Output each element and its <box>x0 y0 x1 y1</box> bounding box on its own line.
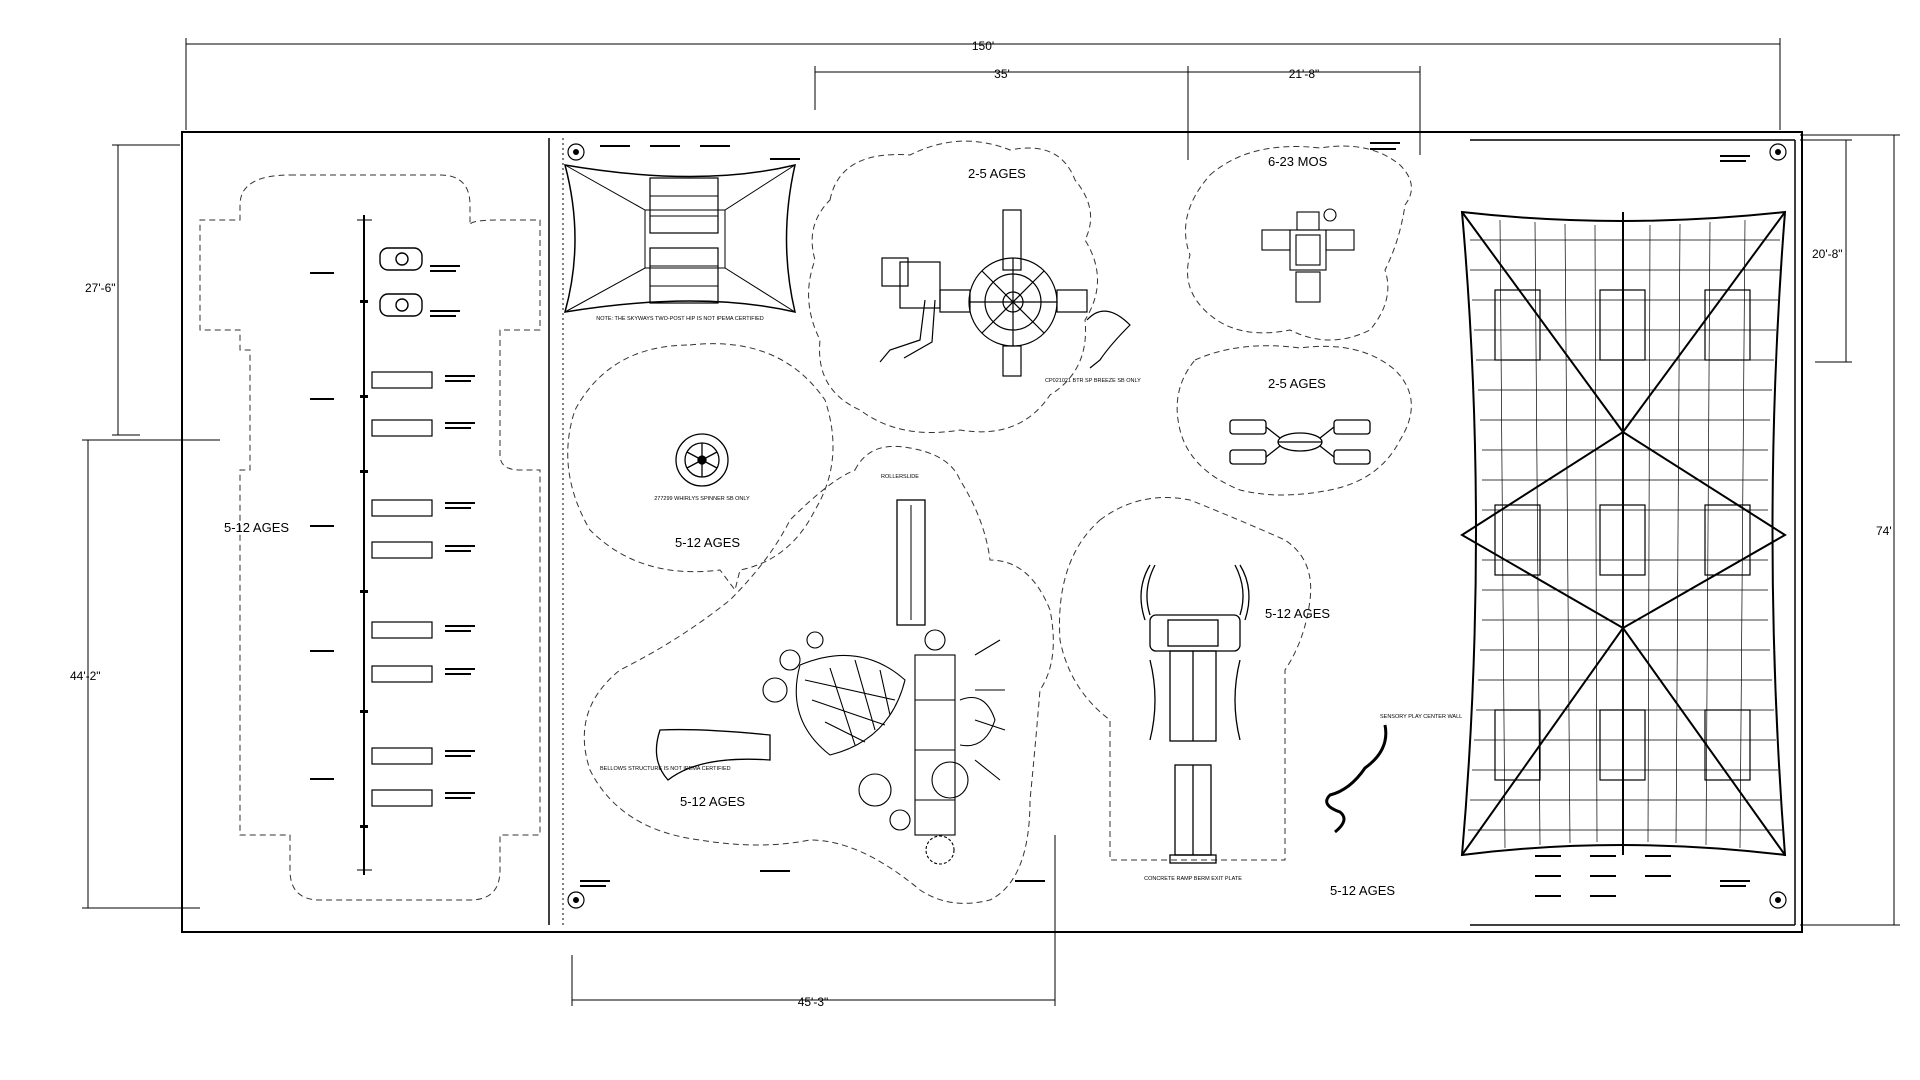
dim-span-35: 35' <box>994 67 1010 81</box>
main-play-structure-zone: ROLLERSLIDE BELLOWS STRUCTURE IS NOT IPE… <box>583 445 1054 904</box>
octagon-deck-icon <box>879 209 1131 377</box>
site-boundary <box>181 131 1803 933</box>
dim-right-20-8: 20'-8" <box>1812 247 1843 261</box>
spinner-zone: 277299 WHIRLYS SPINNER SB ONLY 5-12 AGES <box>567 343 834 592</box>
sensory-wall-label: SENSORY PLAY CENTER WALL <box>1380 714 1462 720</box>
seesaw-age-label: 2-5 AGES <box>1268 376 1326 391</box>
sensory-age-label: 5-12 AGES <box>1330 883 1395 898</box>
infant-age-label: 6-23 MOS <box>1268 154 1328 169</box>
infant-zone: 6-23 MOS <box>1185 145 1412 341</box>
main-structure-age-label: 5-12 AGES <box>680 794 745 809</box>
dim-overall-width: 150' <box>972 39 994 53</box>
spinner-age-label: 5-12 AGES <box>675 535 740 550</box>
shade-net <box>1460 210 1787 857</box>
bellows-note: BELLOWS STRUCTURE IS NOT IPEMA CERTIFIED <box>600 766 731 772</box>
slide-label: ROLLERSLIDE <box>881 474 919 480</box>
dim-left-27-6: 27'-6" <box>85 281 116 295</box>
shade-structure: NOTE: THE SKYWAYS TWO-POST HIP IS NOT IP… <box>563 163 797 322</box>
dim-left-44-2: 44'-2" <box>70 669 101 683</box>
spinner-icon <box>675 433 729 487</box>
toddler-age-label: 2-5 AGES <box>968 166 1026 181</box>
part-annotations <box>310 142 1750 897</box>
swing-zone: 5-12 AGES <box>199 174 541 901</box>
concrete-ramp-label: CONCRETE RAMP BERM EXIT PLATE <box>1144 876 1242 882</box>
seesaw-zone: 2-5 AGES <box>1176 345 1412 496</box>
seesaw-icon <box>1229 419 1371 465</box>
climber-age-label: 5-12 AGES <box>1265 606 1330 621</box>
circle-target-icon <box>567 143 1787 909</box>
dim-bottom-45-3: 45'-3" <box>798 995 829 1009</box>
spinner-label: 277299 WHIRLYS SPINNER SB ONLY <box>654 496 750 502</box>
climber-zone: 5-12 AGES CONCRETE RAMP BERM EXIT PLATE <box>1059 497 1330 882</box>
toddler-structure-label: CP021021 BTR SP BREEZE SB ONLY <box>1045 378 1141 384</box>
shade-note: NOTE: THE SKYWAYS TWO-POST HIP IS NOT IP… <box>596 316 764 322</box>
toddler-structure-zone: 2-5 AGES CP021021 BTR SP BREEZE SB ONLY <box>808 140 1141 433</box>
sensory-zone: SENSORY PLAY CENTER WALL 5-12 AGES <box>1325 714 1462 898</box>
swing-age-label: 5-12 AGES <box>224 520 289 535</box>
dim-overall-height: 74' <box>1876 524 1892 538</box>
dim-span-21-8: 21'-8" <box>1289 67 1320 81</box>
dimension-lines: 150' 35' 21'-8" 27'-6" 44'-2" 45'-3" 20'… <box>70 38 1900 1009</box>
